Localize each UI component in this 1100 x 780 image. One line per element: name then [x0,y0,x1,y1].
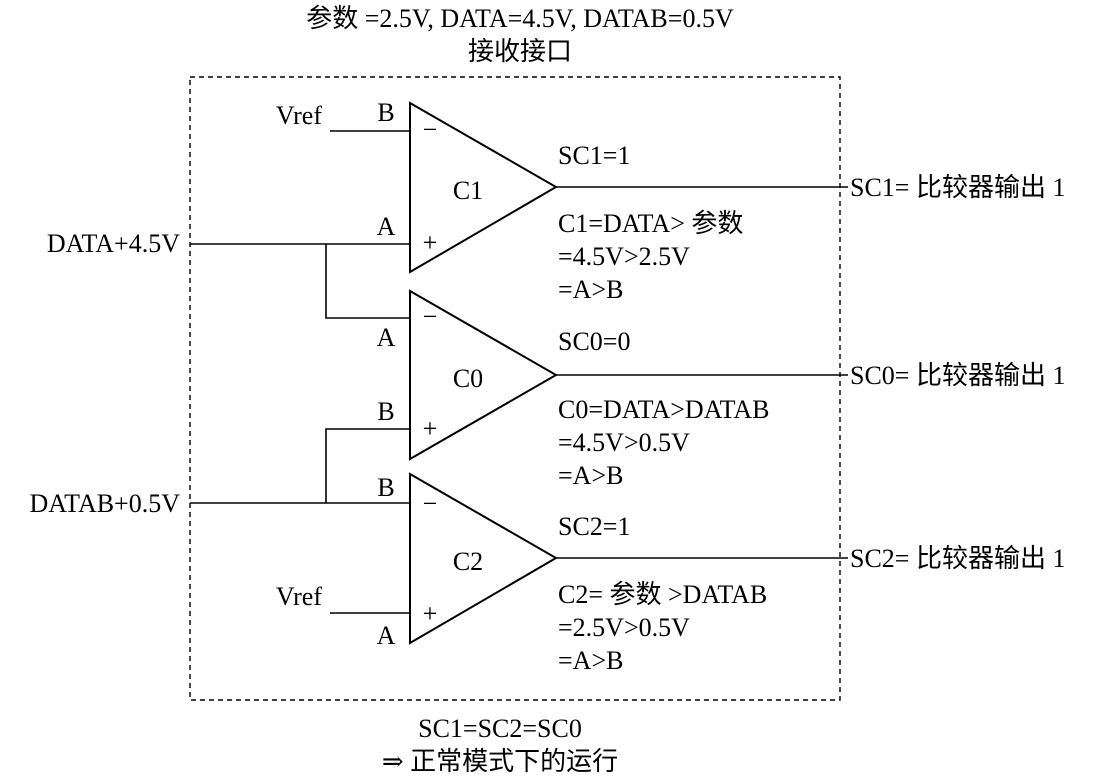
comparator-c2-desc-2: =2.5V>0.5V [558,613,690,642]
comparator-c0-state: SC0=0 [558,327,630,356]
comparator-c2-pin-top: B [377,473,394,502]
datab-input-label: DATAB+0.5V [29,489,180,518]
receiver-interface-box [189,76,841,701]
comparator-c2-pin-bottom: A [377,621,396,650]
comparator-c2-desc-3: =A>B [558,646,623,675]
comparator-c1-desc-3: =A>B [558,275,623,304]
wire-datab-to-c0-plus [325,428,410,503]
wires [190,130,848,614]
wire-data-to-c0-minus [325,244,410,319]
comparator-c0-pin-bottom: B [377,397,394,426]
comparator-c0-plus-sign: + [423,414,438,443]
params-line: 参数 =2.5V, DATA=4.5V, DATAB=0.5V [306,4,734,33]
comparator-c0-pin-top: A [377,323,396,352]
comparator-c1-output-label: SC1= 比较器输出 1 [850,173,1065,202]
comparator-c1-symbol [409,101,558,274]
comparator-c2-output-label: SC2= 比较器输出 1 [850,544,1065,573]
comparator-c0-desc-1: C0=DATA>DATAB [558,395,770,424]
comparator-c1-state: SC1=1 [558,141,630,170]
comparator-c1-desc-2: =4.5V>2.5V [558,242,690,271]
data-input-label: DATA+4.5V [47,229,180,258]
comparator-c2-symbol [409,472,558,645]
footer-conclusion: ⇒ 正常模式下的运行 [382,747,618,776]
comparator-c1-pin-top: B [377,98,394,127]
comparator-c2-plus-sign: + [423,599,438,628]
block-title: 接收接口 [468,37,572,66]
footer-equation: SC1=SC2=SC0 [418,714,582,743]
comparator-c1-pin-bottom: A [377,212,396,241]
comparator-c1-name: C1 [453,176,483,205]
comparator-c2: C2 − + Vref B A SC2=1 C2= 参数 >DATAB =2.5… [276,472,1065,675]
comparator-c1: C1 − + Vref B A SC1=1 C1=DATA> 参数 =4.5V>… [276,98,1066,304]
comparator-c2-vref-label: Vref [276,582,322,611]
comparator-c2-name: C2 [453,547,483,576]
comparator-c0-output-label: SC0= 比较器输出 1 [850,361,1065,390]
comparator-c0-minus-sign: − [423,302,438,331]
comparator-c2-desc-1: C2= 参数 >DATAB [558,580,767,609]
comparator-c0-name: C0 [453,364,483,393]
comparator-c0-desc-3: =A>B [558,461,623,490]
comparator-c2-state: SC2=1 [558,512,630,541]
comparator-c1-vref-label: Vref [276,101,322,130]
comparator-c1-desc-1: C1=DATA> 参数 [558,209,743,238]
comparator-c1-plus-sign: + [423,228,438,257]
comparator-c0-desc-2: =4.5V>0.5V [558,428,690,457]
comparator-c0: C0 − + A B SC0=0 C0=DATA>DATAB =4.5V>0.5… [377,289,1065,490]
comparator-c2-minus-sign: − [423,489,438,518]
comparator-c0-symbol [409,289,559,461]
comparator-c1-minus-sign: − [423,115,438,144]
